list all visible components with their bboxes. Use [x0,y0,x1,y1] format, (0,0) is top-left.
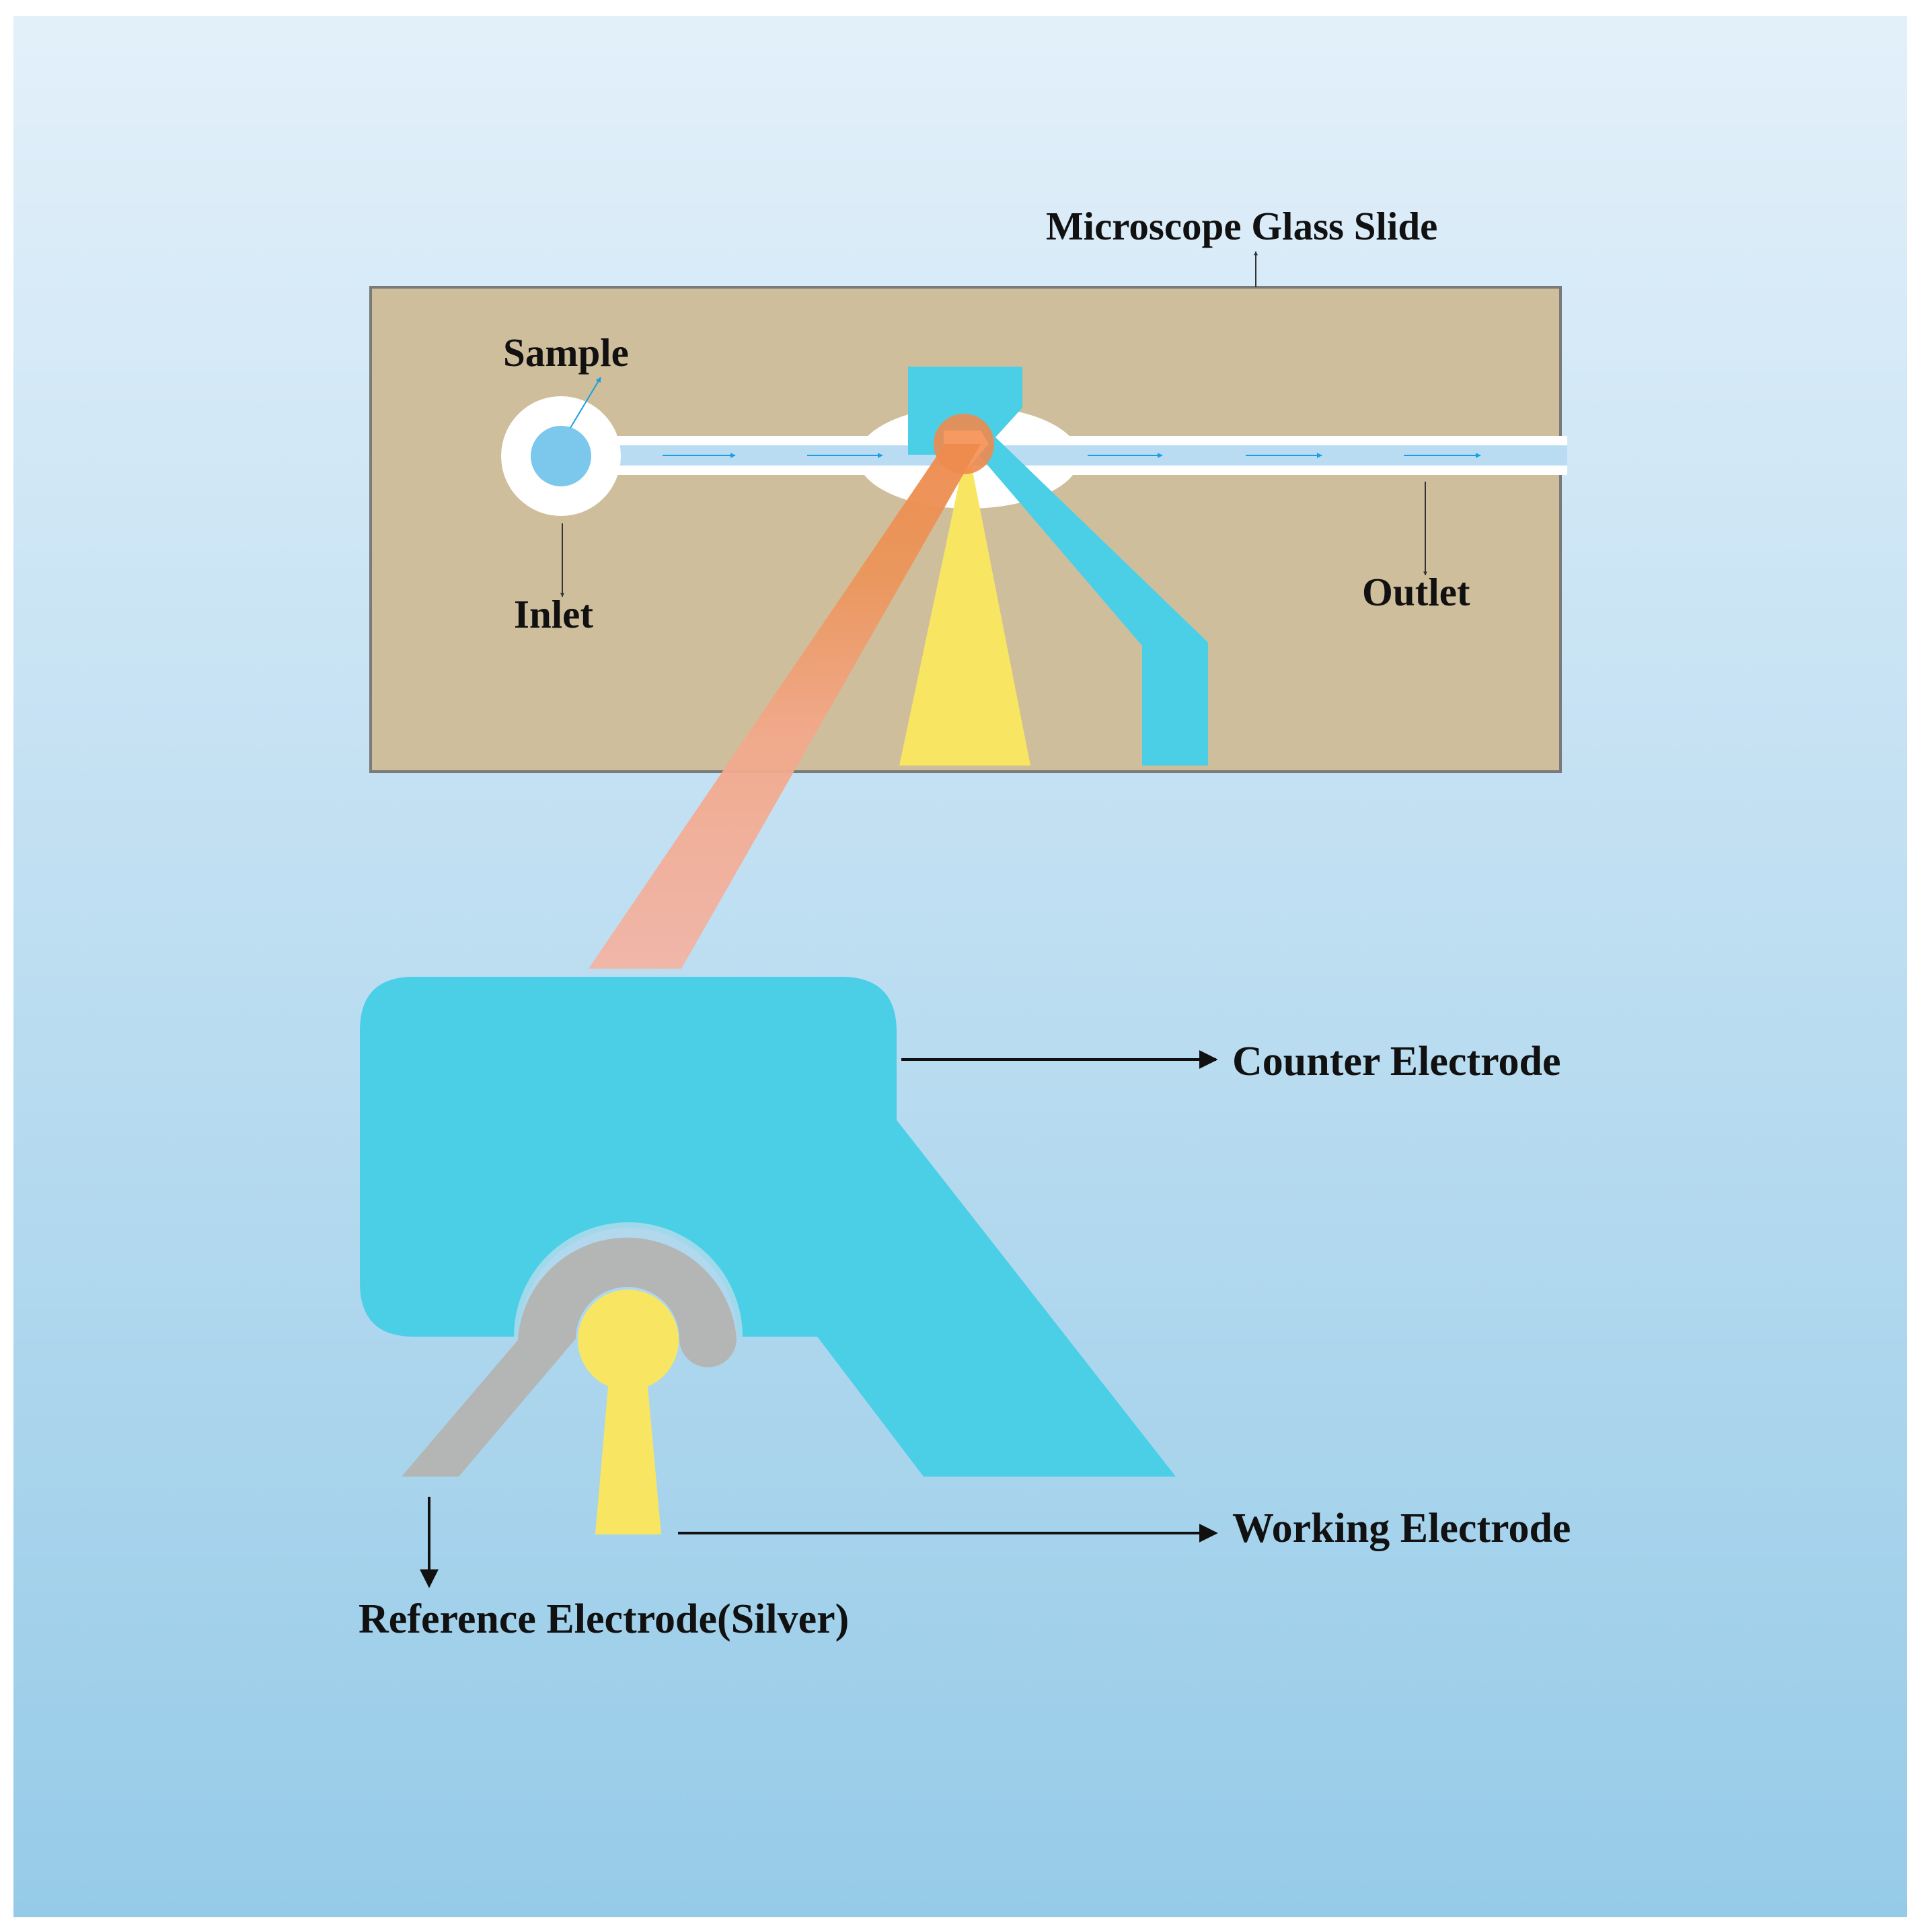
reference-electrode-outline [514,1222,743,1337]
working-electrode-on-slide [899,444,1030,766]
counter-electrode-on-slide [908,367,1208,766]
label-inlet: Inlet [514,592,593,636]
label-microscope-glass-slide: Microscope Glass Slide [1046,204,1437,248]
working-electrode-lead [595,1379,661,1534]
label-sample: Sample [503,330,629,375]
reference-electrode [402,1237,737,1477]
sample-drop [531,426,591,486]
working-electrode-disk [578,1290,679,1390]
label-working-electrode: Working Electrode [1232,1506,1571,1551]
laser-beam [589,444,981,969]
counter-electrode [360,977,1176,1477]
label-reference-electrode: Reference Electrode(Silver) [359,1596,849,1642]
leader-lines [420,251,1427,1588]
electrode-detail [360,977,1176,1534]
label-outlet: Outlet [1362,570,1470,614]
glass-slide [369,286,1567,773]
channel-fluid [578,445,1567,466]
sample-leader [570,377,601,429]
label-counter-electrode: Counter Electrode [1232,1039,1560,1084]
